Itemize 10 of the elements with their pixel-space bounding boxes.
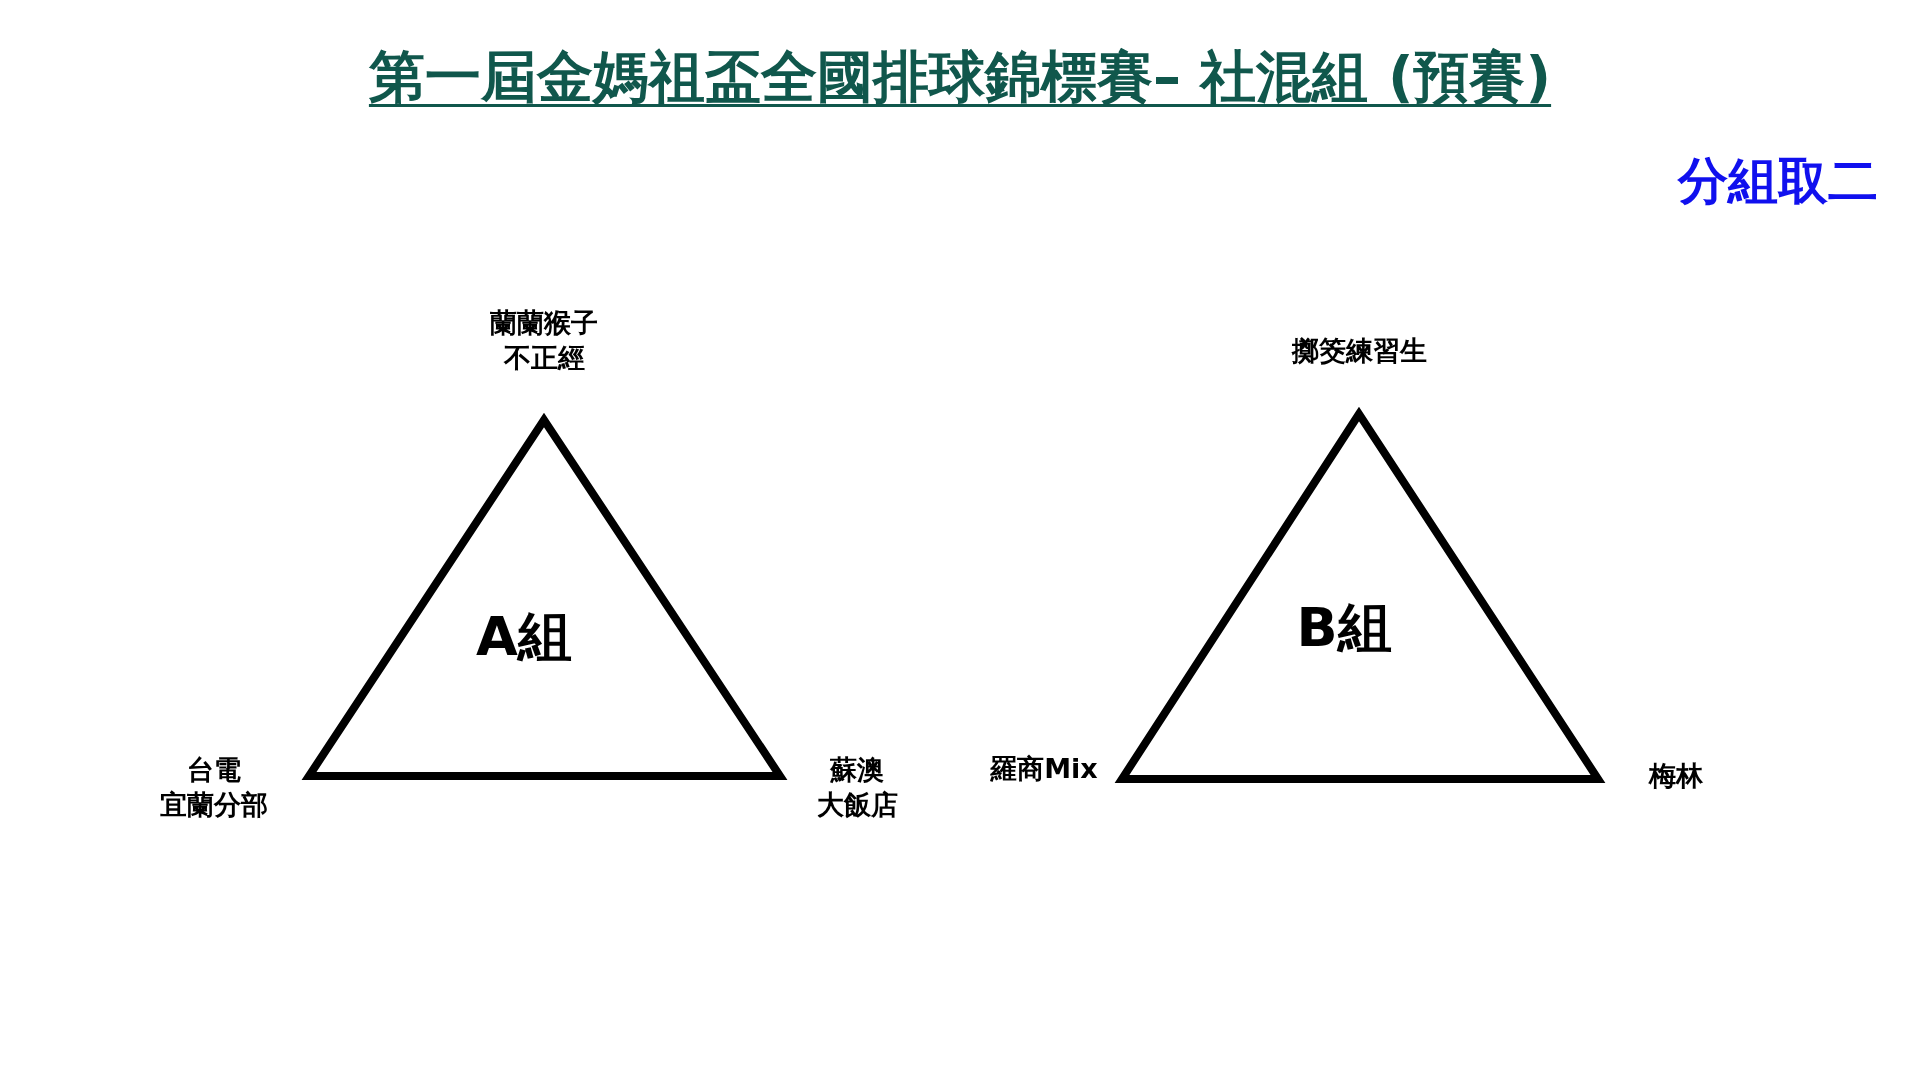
team-name: 台電宜蘭分部 (160, 752, 268, 822)
team-name: 擲筊練習生 (1291, 334, 1427, 369)
team-name: 蘇澳大飯店 (816, 752, 898, 822)
group-label: B組 (1296, 594, 1392, 661)
team-name: 梅林 (1649, 759, 1703, 794)
team-name: 蘭蘭猴子不正經 (490, 305, 598, 375)
page-title: 第一屆金媽祖盃全國排球錦標賽– 社混組 (預賽) (368, 44, 1552, 109)
group-label: A組 (476, 603, 572, 670)
note-text: 分組取二 (1678, 151, 1878, 212)
team-name: 羅商Mix (990, 752, 1098, 787)
